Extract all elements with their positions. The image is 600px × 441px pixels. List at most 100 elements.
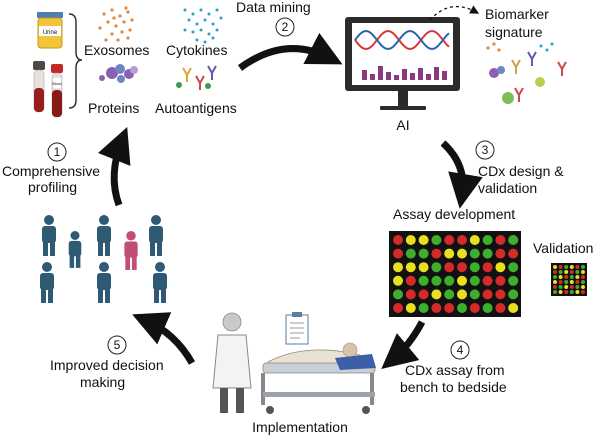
plate-well: [405, 248, 416, 259]
plate-well: [418, 303, 429, 313]
plate-well: [581, 270, 585, 274]
arrow-profiling: [97, 126, 131, 207]
assay-plate: [389, 231, 521, 317]
plate-well: [431, 248, 442, 259]
plate-well: [558, 280, 563, 284]
person-icon: [97, 262, 111, 303]
plate-well: [553, 280, 557, 284]
plate-well: [558, 285, 563, 289]
monitor-bar: [434, 67, 439, 80]
plate-well: [418, 262, 429, 273]
assay-development-title: Assay development: [393, 206, 515, 222]
plate-well: [569, 285, 574, 289]
exosomes-icon: [98, 6, 134, 42]
plate-well: [581, 265, 585, 269]
plate-well: [564, 290, 569, 294]
plate-well: [558, 290, 563, 294]
validation-mini-plate: [551, 263, 587, 296]
step-5-label-line2: making: [80, 374, 125, 390]
cytokine-dot: [215, 8, 219, 12]
step-5-label-line1: Improved decision: [50, 357, 164, 373]
validation-label: Validation: [533, 240, 593, 256]
plate-well: [405, 235, 416, 245]
cytokine-dot: [203, 40, 207, 44]
plate-well: [457, 248, 467, 259]
plate-well: [431, 303, 442, 313]
plate-well: [581, 290, 585, 294]
plate-well: [457, 275, 467, 286]
step-5-number: 5: [114, 338, 121, 352]
plate-well: [469, 303, 480, 313]
plate-well: [495, 275, 506, 286]
plate-well: [418, 235, 429, 245]
plate-well: [457, 235, 467, 245]
medical-chart-icon: [285, 312, 309, 345]
exosome-dot: [114, 24, 118, 28]
step-5-badge: [107, 335, 127, 355]
implementation-label: Implementation: [252, 419, 348, 435]
exosome-dot: [112, 16, 116, 20]
step-2-badge: [275, 17, 295, 37]
plate-well: [495, 262, 506, 273]
exosome-dot: [126, 36, 130, 40]
plate-well: [575, 290, 580, 294]
plate-well: [444, 289, 455, 300]
plate-well: [393, 248, 403, 259]
cytokine-dot: [207, 32, 211, 36]
step-4-label-line2: bench to bedside: [400, 379, 507, 395]
plate-well: [418, 248, 429, 259]
blood-label: Blood: [53, 82, 62, 86]
plate-well: [457, 262, 467, 273]
step-3-label-line2: validation: [478, 180, 537, 196]
cytokine-dot: [211, 36, 215, 40]
plate-well: [553, 285, 557, 289]
monitor-bar: [378, 66, 383, 80]
plate-well: [553, 290, 557, 294]
plate-well: [405, 303, 416, 313]
plate-well: [575, 270, 580, 274]
exosome-dot: [106, 20, 110, 24]
ai-monitor-icon: [345, 17, 460, 110]
plate-well: [564, 270, 569, 274]
cytokine-dot: [207, 12, 211, 16]
signature-label-line1: Biomarker: [485, 6, 549, 22]
plate-well: [581, 280, 585, 284]
plate-well: [569, 280, 574, 284]
plate-well: [508, 248, 519, 259]
plate-well: [575, 275, 580, 279]
monitor-bar: [370, 74, 375, 80]
plate-well: [508, 275, 519, 286]
monitor-bar: [442, 71, 447, 80]
plate-well: [564, 285, 569, 289]
plate-well: [393, 303, 403, 313]
plate-well: [564, 265, 569, 269]
step-3-number: 3: [482, 143, 489, 157]
plate-well: [418, 289, 429, 300]
person-icon: [40, 262, 54, 303]
cytokine-dot: [183, 8, 187, 12]
monitor-bar: [362, 70, 367, 80]
plate-well: [405, 275, 416, 286]
monitor-bar: [418, 68, 423, 80]
exosome-dot: [124, 6, 128, 10]
plate-well: [581, 285, 585, 289]
patient-population: [40, 215, 167, 303]
step-1-badge: [47, 142, 67, 162]
cytokine-dot: [199, 28, 203, 32]
person-icon: [124, 231, 138, 270]
plate-well: [569, 270, 574, 274]
plate-well: [393, 275, 403, 286]
plate-well: [564, 275, 569, 279]
plate-well: [393, 262, 403, 273]
arrow-decision-making: [132, 312, 196, 365]
cytokine-dot: [219, 16, 223, 20]
plate-well: [508, 235, 519, 245]
doctor-icon: [212, 312, 252, 413]
plate-well: [431, 262, 442, 273]
plate-well: [553, 275, 557, 279]
plate-well: [482, 289, 493, 300]
plate-well: [553, 265, 557, 269]
step-1-label-line2: profiling: [28, 179, 77, 195]
proteins-label: Proteins: [88, 100, 139, 116]
step-4-badge: [450, 340, 470, 360]
